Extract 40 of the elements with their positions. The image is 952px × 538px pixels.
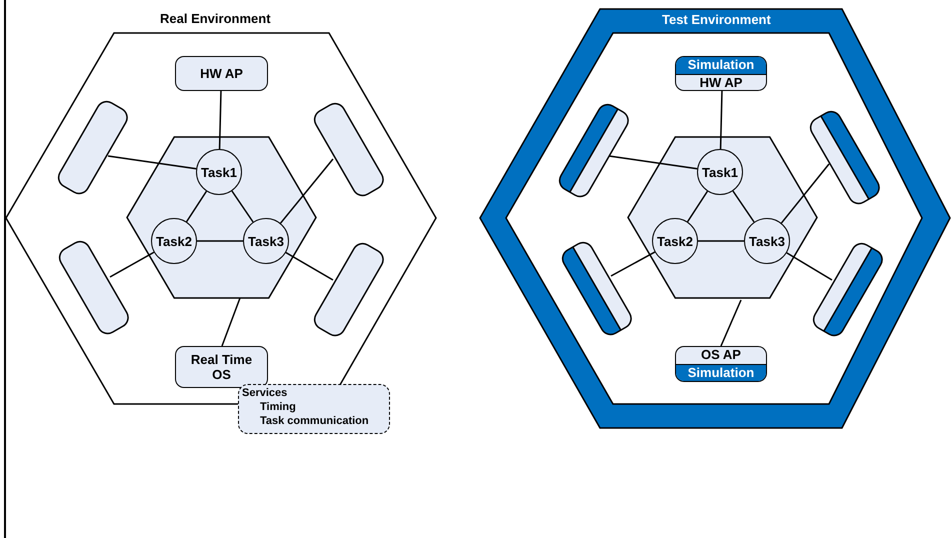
- connector-line: [197, 240, 243, 242]
- box-label: OS AP: [700, 347, 742, 364]
- process-box: [675, 346, 767, 382]
- box-label: HW AP: [200, 66, 243, 81]
- connector-line: [698, 240, 744, 242]
- note-item: Task communication: [260, 414, 370, 428]
- task-label: Task1: [201, 164, 237, 180]
- connector-line: [286, 252, 334, 281]
- title: Test Environment: [662, 12, 771, 27]
- box-label: Real Time OS: [190, 352, 254, 382]
- connector-line: [610, 251, 656, 277]
- connector-line: [686, 190, 708, 222]
- task-label: Task2: [156, 234, 192, 248]
- connector-line: [732, 190, 755, 222]
- connector-line: [108, 155, 196, 170]
- task-label: Task1: [702, 164, 738, 180]
- task-label: Task3: [749, 234, 785, 248]
- task-label: Task3: [248, 234, 284, 248]
- connector-line: [218, 90, 222, 150]
- box-label: HW AP: [676, 74, 766, 90]
- process-box: [175, 346, 268, 388]
- process-box: [675, 56, 767, 91]
- connector-line: [186, 190, 208, 222]
- task-label: Task2: [657, 234, 693, 248]
- connector-line: [720, 300, 742, 346]
- process-box: [175, 56, 268, 91]
- note-heading: Services: [242, 386, 288, 400]
- connector-line: [231, 190, 254, 222]
- note-box: [238, 384, 390, 434]
- connector-line: [280, 158, 334, 224]
- title: Real Environment: [160, 11, 271, 26]
- box-header: Simulation: [676, 364, 766, 381]
- connector-line: [780, 164, 830, 224]
- connector-line: [608, 155, 698, 170]
- connector-line: [786, 252, 832, 281]
- connector-line: [110, 252, 154, 278]
- connector-line: [720, 90, 723, 150]
- note-item: Timing: [260, 400, 297, 414]
- connector-line: [221, 298, 241, 346]
- box-header: Simulation: [676, 57, 766, 74]
